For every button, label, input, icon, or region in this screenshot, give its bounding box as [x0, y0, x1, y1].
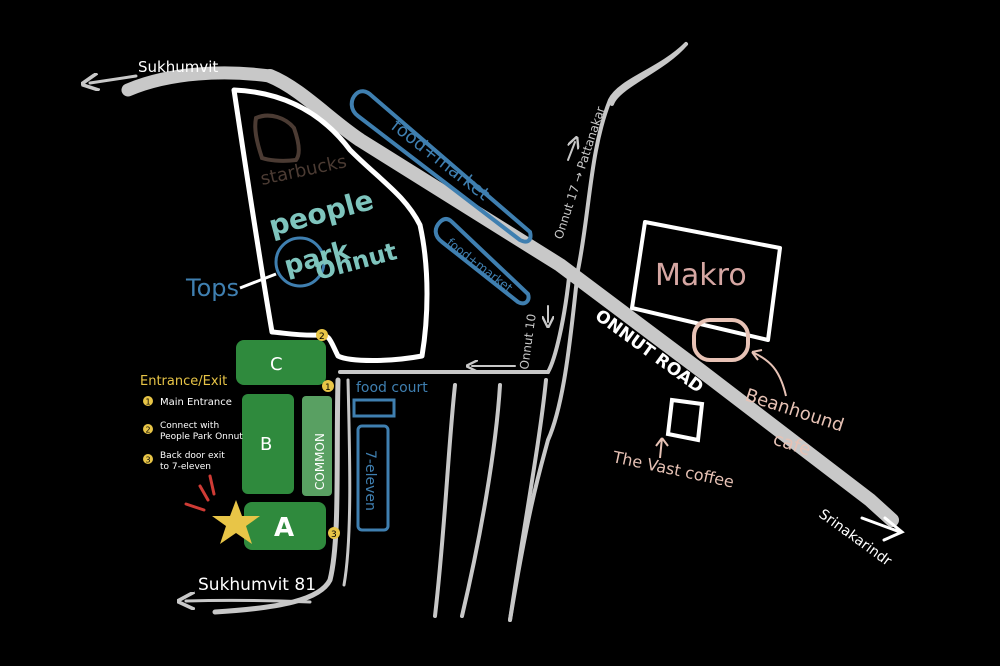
people-label: people [265, 183, 377, 243]
zone-common-label: COMMON [313, 433, 327, 490]
sukhumvit-81-label: Sukhumvit 81 [198, 575, 316, 595]
soi-3 [508, 378, 548, 622]
sukhumvit-road [121, 66, 277, 97]
legend-item-3-line1: Back door exit [160, 451, 225, 461]
legend-item-1-num: 1 [146, 398, 151, 407]
zone-a-label: A [274, 513, 294, 543]
zone-c [236, 340, 326, 385]
srinakarindr-arrow [860, 516, 905, 542]
legend-item-2-num: 2 [146, 426, 151, 435]
onnut-road [263, 69, 899, 527]
star-icon [212, 500, 260, 544]
svg-text:1: 1 [325, 383, 331, 393]
food-court-shape [352, 398, 396, 418]
people-park-outline [231, 87, 430, 363]
legend-item-3-num: 3 [146, 456, 151, 465]
onnut-10-label: Onnut 10 [517, 313, 539, 370]
starbucks-label: starbucks [259, 151, 349, 190]
zone-b [242, 394, 294, 494]
soi-1 [433, 383, 457, 618]
pattanakar-label: Onnut 17 → Pattanakar [552, 105, 608, 241]
zone-common [302, 396, 332, 496]
pattanakar-road-2 [610, 42, 688, 106]
star-sparks [184, 474, 216, 512]
makro-outline [630, 220, 782, 342]
legend-item-2-line1: Connect with [160, 421, 219, 431]
sukhumvit-81-road-inner [342, 378, 352, 587]
legend-item-2-line2: People Park Onnut [160, 432, 243, 442]
svg-text:2: 2 [319, 332, 325, 342]
onnut-10-road [546, 266, 572, 374]
svg-text:3: 3 [331, 530, 337, 540]
soi-2 [460, 383, 502, 618]
pattanakar-road [508, 42, 688, 622]
food-market-2-label: food+market [444, 235, 515, 295]
legend: Entrance/Exit 1 Main Entrance 2 Connect … [140, 374, 243, 472]
sukhumvit-81-road [212, 377, 341, 615]
sukhumvit-top-label: Sukhumvit [138, 58, 218, 76]
tops-pointer [239, 272, 277, 290]
beanhound-label-2: cafe [770, 429, 813, 461]
entrance-marker-1: 1 [322, 380, 334, 393]
legend-title: Entrance/Exit [140, 374, 227, 389]
roads [90, 42, 899, 622]
zone-a [244, 502, 326, 550]
seven-eleven-label: 7-eleven [362, 450, 378, 511]
entrance-marker-2: 2 [316, 329, 328, 342]
beanhound-pointer [751, 349, 787, 397]
vast-coffee-pointer [655, 437, 669, 459]
zone-c-label: C [270, 354, 283, 375]
makro-label: Makro [655, 258, 747, 293]
sukhumvit-arrow [90, 76, 138, 83]
beanhound-shape [692, 318, 750, 362]
seven-eleven-shape [356, 424, 390, 532]
park-circle [274, 236, 326, 288]
legend-item-1-line1: Main Entrance [160, 397, 232, 408]
food-court-label: food court [356, 380, 428, 396]
zone-b-label: B [260, 434, 272, 455]
entrance-marker-3: 3 [328, 527, 340, 540]
sukhumvit-81-arrow [186, 600, 312, 602]
vast-coffee-label: The Vast coffee [610, 447, 736, 491]
tops-label: Tops [185, 274, 239, 302]
legend-item-3-line2: to 7-eleven [160, 462, 211, 472]
food-market-2-outline [433, 217, 531, 306]
vast-coffee-shape [665, 397, 705, 443]
starbucks-shape [253, 113, 301, 163]
onnut-17-arrow [567, 142, 575, 161]
food-market-1-outline [349, 89, 533, 244]
